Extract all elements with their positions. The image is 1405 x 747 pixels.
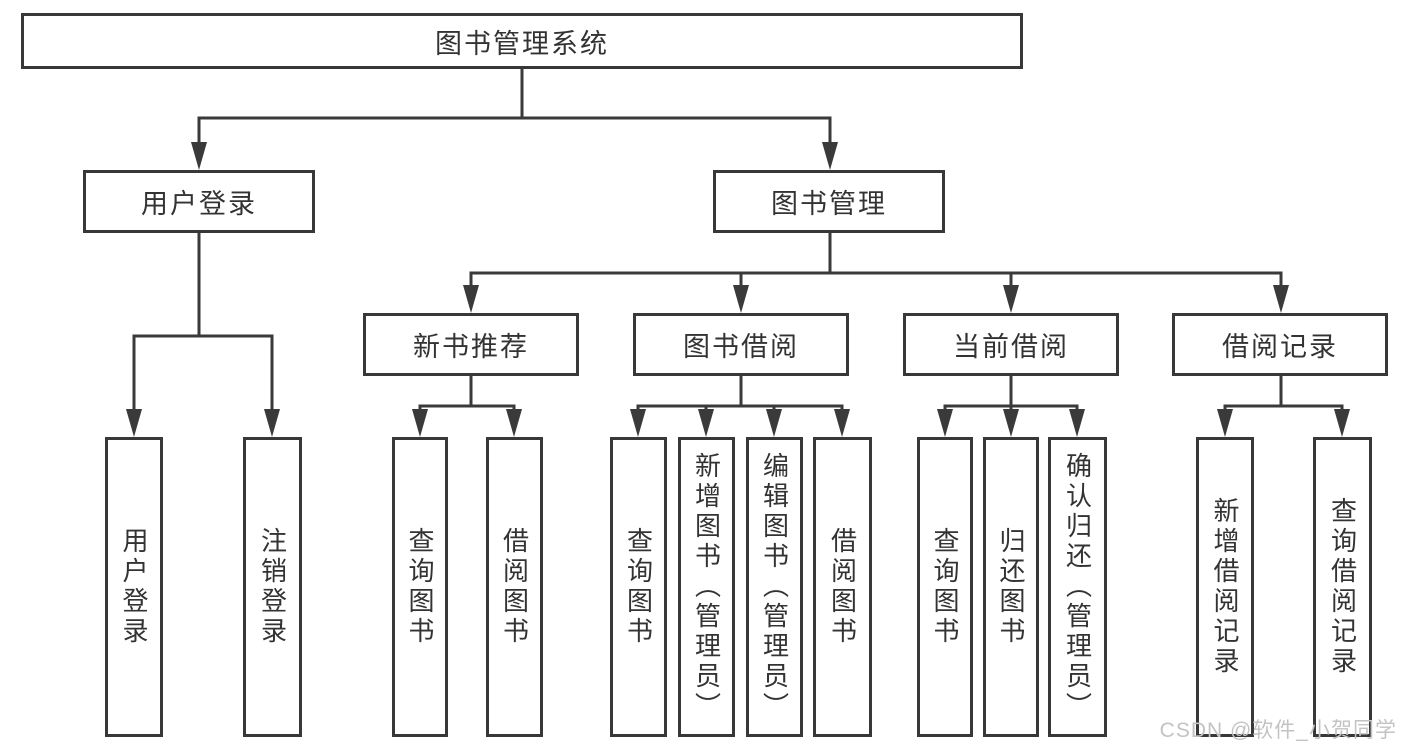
arrowhead-icon: [1003, 409, 1019, 437]
arrowhead-icon: [1273, 285, 1289, 313]
node-borrow-records: 借阅记录: [1172, 313, 1388, 376]
node-book-management-module: 图书管理: [713, 170, 945, 233]
node-root-system: 图书管理系统: [21, 13, 1023, 69]
leaf-add-borrow-record: 新增借阅记录: [1196, 437, 1254, 737]
leaf-borrow-books-recommend: 借阅图书: [486, 437, 543, 737]
node-new-book-recommend: 新书推荐: [363, 313, 579, 376]
node-current-borrow: 当前借阅: [903, 313, 1119, 376]
arrowhead-icon: [126, 409, 142, 437]
arrowhead-icon: [1003, 285, 1019, 313]
leaf-add-book-admin: 新增图书（管理员）: [678, 437, 735, 737]
arrowhead-icon: [1069, 409, 1085, 437]
arrowhead-icon: [937, 409, 953, 437]
arrowheads: [126, 142, 1350, 437]
leaf-query-books-borrow: 查询图书: [610, 437, 667, 737]
leaf-user-login: 用户登录: [105, 437, 163, 737]
arrowhead-icon: [1334, 409, 1350, 437]
leaf-query-books-recommend: 查询图书: [392, 437, 448, 737]
arrowhead-icon: [412, 409, 428, 437]
leaf-return-book: 归还图书: [983, 437, 1039, 737]
arrowhead-icon: [834, 409, 850, 437]
csdn-watermark: CSDN @软件_小贺同学: [1159, 719, 1397, 742]
arrowhead-icon: [698, 409, 714, 437]
arrowhead-icon: [766, 409, 782, 437]
arrowhead-icon: [630, 409, 646, 437]
arrowhead-icon: [191, 142, 207, 170]
arrowhead-icon: [463, 285, 479, 313]
arrowhead-icon: [822, 142, 838, 170]
arrowhead-icon: [506, 409, 522, 437]
leaf-query-borrow-record: 查询借阅记录: [1313, 437, 1372, 737]
leaf-logout: 注销登录: [243, 437, 302, 737]
leaf-confirm-return-admin: 确认归还（管理员）: [1048, 437, 1107, 737]
leaf-borrow-books: 借阅图书: [813, 437, 872, 737]
arrowhead-icon: [264, 409, 280, 437]
arrowhead-icon: [1217, 409, 1233, 437]
leaf-query-books-current: 查询图书: [917, 437, 973, 737]
node-book-borrow: 图书借阅: [633, 313, 849, 376]
node-user-login-module: 用户登录: [83, 170, 315, 233]
arrowhead-icon: [733, 285, 749, 313]
leaf-edit-book-admin: 编辑图书（管理员）: [746, 437, 803, 737]
